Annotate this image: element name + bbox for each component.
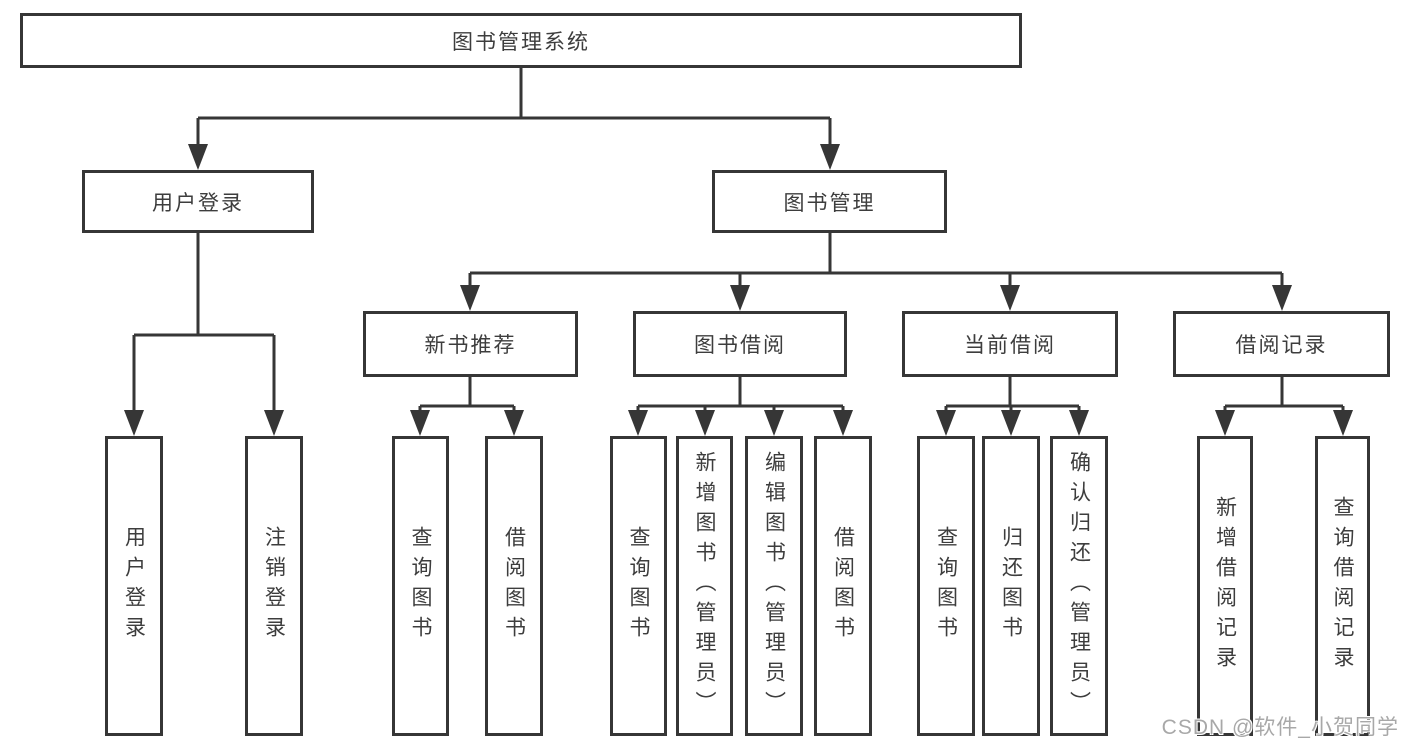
leaf-borrow-add-books-admin: 新增图书（管理员） [676,436,733,736]
leaf-current-return-books: 归还图书 [982,436,1040,736]
node-borrow-records: 借阅记录 [1173,311,1390,377]
leaf-logout: 注销登录 [245,436,303,736]
leaf-records-query-record: 查询借阅记录 [1315,436,1370,736]
connector-root-to-level2 [188,68,840,170]
connector-book-management-to-level3 [460,233,1292,311]
connector-new-book-recommend-to-leaves [410,377,524,436]
connector-current-borrow-to-leaves [936,377,1089,436]
leaf-recommend-borrow-books: 借阅图书 [485,436,543,736]
leaf-borrow-edit-books-admin: 编辑图书（管理员） [745,436,803,736]
leaf-recommend-query-books: 查询图书 [392,436,449,736]
node-new-book-recommend: 新书推荐 [363,311,578,377]
leaf-borrow-borrow-books: 借阅图书 [814,436,872,736]
watermark-text: CSDN @软件_小贺同学 [1161,716,1399,739]
node-current-borrow: 当前借阅 [902,311,1118,377]
leaf-user-login: 用户登录 [105,436,163,736]
connector-borrow-records-to-leaves [1215,377,1353,436]
node-root: 图书管理系统 [20,13,1022,68]
connector-user-login-to-leaves [124,233,284,436]
leaf-current-confirm-return-admin: 确认归还（管理员） [1050,436,1108,736]
node-book-management: 图书管理 [712,170,947,233]
connector-book-borrow-to-leaves [628,377,853,436]
node-user-login: 用户登录 [82,170,314,233]
node-book-borrow: 图书借阅 [633,311,847,377]
leaf-current-query-books: 查询图书 [917,436,975,736]
leaf-borrow-query-books: 查询图书 [610,436,667,736]
leaf-records-add-record: 新增借阅记录 [1197,436,1253,736]
